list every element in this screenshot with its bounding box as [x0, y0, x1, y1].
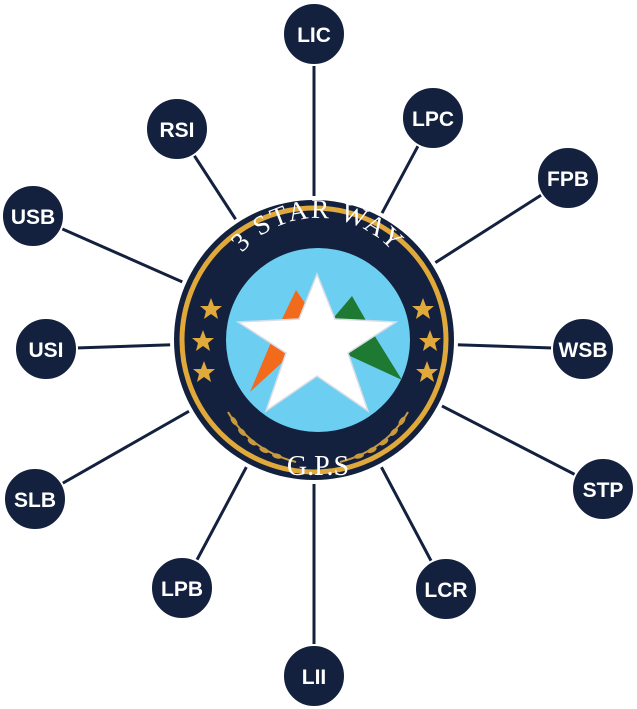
- node-label: LPC: [412, 108, 454, 131]
- white-star: [235, 271, 399, 413]
- node-label: FPB: [547, 168, 589, 191]
- node-fpb[interactable]: FPB: [536, 146, 600, 210]
- node-lpb[interactable]: LPB: [150, 556, 214, 620]
- gps-emblem: 3 STAR WAY G.P.S: [170, 194, 458, 484]
- node-label: USI: [28, 339, 63, 362]
- emblem-bottom-text: G.P.S: [287, 451, 349, 482]
- laurel-leaves: [230, 416, 406, 459]
- node-usi[interactable]: USI: [14, 317, 78, 381]
- gold-stars-right: [412, 298, 441, 382]
- gold-stars-left: [192, 298, 222, 382]
- node-rsi[interactable]: RSI: [145, 97, 209, 161]
- node-label: RSI: [159, 119, 194, 142]
- node-stp[interactable]: STP: [571, 457, 635, 521]
- node-label: LCR: [424, 579, 467, 602]
- node-lii[interactable]: LII: [282, 644, 346, 708]
- node-lpc[interactable]: LPC: [401, 86, 465, 150]
- node-lic[interactable]: LIC: [282, 2, 346, 66]
- node-slb[interactable]: SLB: [3, 467, 67, 531]
- node-label: SLB: [14, 489, 56, 512]
- node-label: STP: [583, 479, 624, 502]
- node-label: LII: [302, 666, 327, 689]
- node-usb[interactable]: USB: [1, 184, 65, 248]
- node-label: USB: [11, 206, 55, 229]
- node-label: LPB: [161, 578, 203, 601]
- node-lcr[interactable]: LCR: [414, 557, 478, 621]
- node-label: LIC: [297, 24, 331, 47]
- node-label: WSB: [559, 339, 608, 362]
- node-wsb[interactable]: WSB: [551, 317, 615, 381]
